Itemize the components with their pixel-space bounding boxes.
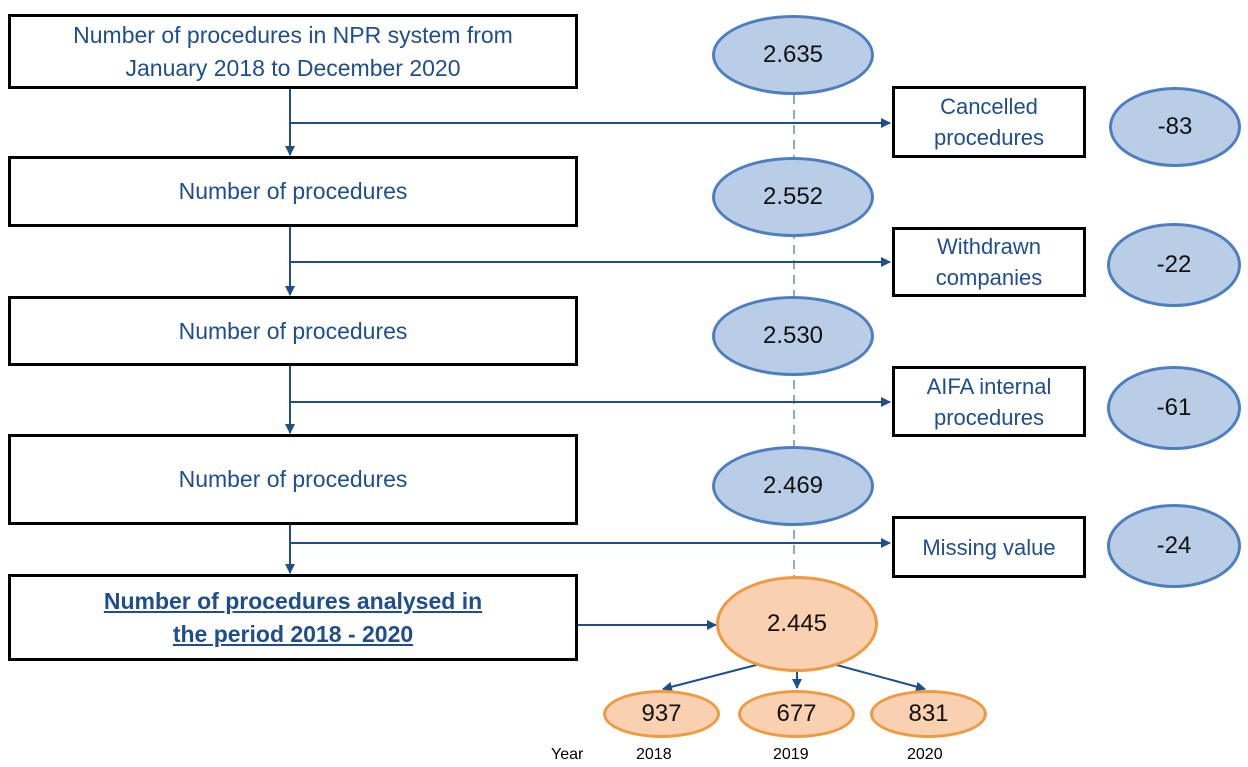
exclusion-value-oval: -24 <box>1107 504 1241 588</box>
exclusion-box-missing: Missing value <box>892 516 1086 578</box>
year-count-value: 937 <box>641 700 682 727</box>
procedures-box-1: Number of procedures <box>8 156 578 227</box>
exclusion-label: Missing value <box>922 534 1056 560</box>
count-oval: 2.469 <box>712 446 874 526</box>
exclusion-value: -22 <box>1156 251 1192 278</box>
exclusion-value-oval: -61 <box>1107 366 1241 450</box>
exclusion-box-cancelled: Cancelled procedures <box>892 86 1086 158</box>
exclusion-label: Cancelled procedures <box>933 94 1045 150</box>
exclusion-value: -61 <box>1156 394 1192 421</box>
exclusion-value-oval: -22 <box>1107 223 1241 307</box>
exclusion-box-withdrawn: Withdrawn companies <box>892 227 1086 297</box>
procedures-box-3: Number of procedures <box>8 434 578 525</box>
count-value: 2.530 <box>762 322 824 349</box>
procedures-box-2: Number of procedures <box>8 296 578 366</box>
exclusion-value: -24 <box>1156 532 1192 559</box>
year-count-oval-2018: 937 <box>603 690 720 738</box>
count-oval: 2.635 <box>712 15 874 95</box>
year-label-2019: 2019 <box>773 746 809 763</box>
year-count-value: 677 <box>776 700 817 727</box>
final-count-oval: 2.445 <box>716 576 878 672</box>
procedures-box-text: Number of procedures <box>178 178 408 204</box>
final-count-value: 2.445 <box>766 610 828 637</box>
count-oval: 2.552 <box>712 157 874 237</box>
exclusion-value: -83 <box>1157 113 1193 140</box>
initial-procedures-box: Number of procedures in NPR system from … <box>8 14 578 89</box>
year-label-2018: 2018 <box>636 746 672 763</box>
exclusion-value-oval: -83 <box>1109 87 1241 167</box>
analysed-procedures-box: Number of procedures analysed in the per… <box>8 574 578 661</box>
year-arrow <box>832 663 926 692</box>
year-count-oval-2019: 677 <box>738 690 855 738</box>
count-value: 2.469 <box>762 472 824 499</box>
procedures-box-text: Number of procedures <box>178 466 408 492</box>
count-oval: 2.530 <box>712 296 874 376</box>
year-count-value: 831 <box>908 700 949 727</box>
analysed-procedures-text: Number of procedures analysed in the per… <box>103 587 483 647</box>
count-value: 2.635 <box>762 41 824 68</box>
exclusion-box-aifa-internal: AIFA internal procedures <box>892 366 1086 437</box>
year-label-2020: 2020 <box>907 746 943 763</box>
exclusion-label: AIFA internal procedures <box>926 373 1052 430</box>
initial-procedures-text: Number of procedures in NPR system from … <box>73 21 513 81</box>
year-arrow <box>662 663 761 692</box>
procedures-box-text: Number of procedures <box>178 317 408 344</box>
year-axis-label: Year <box>551 746 584 763</box>
year-count-oval-2020: 831 <box>870 690 987 738</box>
exclusion-label: Withdrawn companies <box>935 234 1043 290</box>
count-value: 2.552 <box>762 183 824 210</box>
